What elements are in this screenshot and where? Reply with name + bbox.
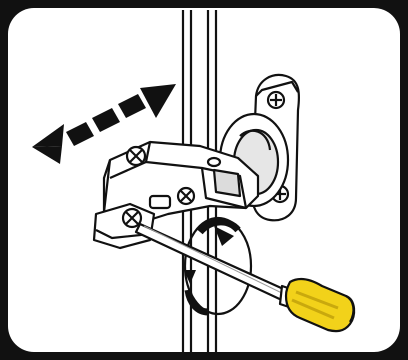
hinge-adjustment-diagram (0, 0, 408, 360)
diagram-svg (0, 0, 408, 360)
